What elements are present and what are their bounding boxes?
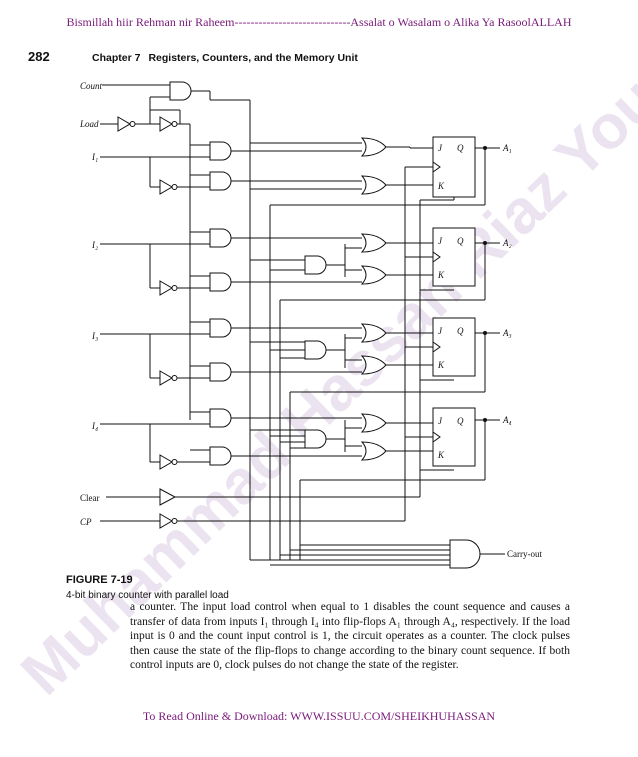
ff1-k-label: K bbox=[437, 181, 445, 191]
figure-label: FIGURE 7-19 bbox=[66, 574, 133, 586]
load-inverter bbox=[117, 116, 136, 132]
ff4-q-label: Q bbox=[457, 416, 464, 426]
page-header: Bismillah hiir Rehman nir Raheem--------… bbox=[66, 15, 572, 29]
stage-1 bbox=[100, 137, 433, 195]
control-logic bbox=[100, 81, 251, 560]
carry-out-gate bbox=[250, 539, 505, 569]
flip-flop-2: J K Q bbox=[432, 227, 476, 287]
chapter-label: Chapter 7 bbox=[92, 52, 141, 64]
body-paragraph: a counter. The input load control when e… bbox=[130, 601, 570, 672]
clear-cp-buffers bbox=[100, 166, 455, 529]
stage-4 bbox=[100, 408, 433, 470]
ff3-k-label: K bbox=[437, 360, 445, 370]
i4-input-label: I₄ bbox=[91, 421, 98, 431]
load-buffer-inverter bbox=[159, 116, 178, 132]
a3-output-label: A₃ bbox=[502, 328, 512, 338]
output-lines bbox=[269, 146, 500, 560]
cp-inverter bbox=[159, 513, 178, 529]
ff1-q-label: Q bbox=[457, 143, 464, 153]
figure-caption: 4-bit binary counter with parallel load bbox=[66, 590, 229, 601]
carry-out-label: Carry-out bbox=[507, 549, 542, 559]
count-input-label: Count bbox=[80, 81, 103, 91]
ff3-q-label: Q bbox=[457, 326, 464, 336]
a4-output-label: A₄ bbox=[502, 415, 512, 425]
count-enable-and-gate bbox=[169, 81, 192, 101]
a1-output-label: A₁ bbox=[502, 143, 512, 153]
page-footer: To Read Online & Download: WWW.ISSUU.COM… bbox=[142, 709, 496, 723]
a2-output-label: A₂ bbox=[502, 238, 512, 248]
ff4-k-label: K bbox=[437, 450, 445, 460]
ff3-j-label: J bbox=[438, 326, 443, 336]
ff1-j-label: J bbox=[438, 143, 443, 153]
clear-buffer bbox=[159, 488, 176, 506]
flip-flop-4: J K Q bbox=[432, 407, 476, 467]
ff4-j-label: J bbox=[438, 416, 443, 426]
ff2-j-label: J bbox=[438, 236, 443, 246]
load-input-label: Load bbox=[79, 119, 99, 129]
cp-input-label: CP bbox=[80, 517, 92, 527]
page-number: 282 bbox=[28, 49, 50, 64]
stage-2 bbox=[100, 228, 433, 296]
clear-input-label: Clear bbox=[80, 493, 100, 503]
chapter-heading: Chapter 7 Registers, Counters, and the Me… bbox=[92, 52, 358, 64]
chapter-title: Registers, Counters, and the Memory Unit bbox=[148, 52, 358, 64]
ff2-k-label: K bbox=[437, 270, 445, 280]
i1-input-label: I₁ bbox=[91, 152, 98, 162]
flip-flop-1: J K Q bbox=[432, 136, 476, 198]
ff2-q-label: Q bbox=[457, 236, 464, 246]
i2-input-label: I₂ bbox=[91, 240, 98, 250]
i3-input-label: I₃ bbox=[91, 331, 98, 341]
stage-3 bbox=[100, 318, 433, 386]
flip-flop-3: J K Q bbox=[432, 317, 476, 377]
